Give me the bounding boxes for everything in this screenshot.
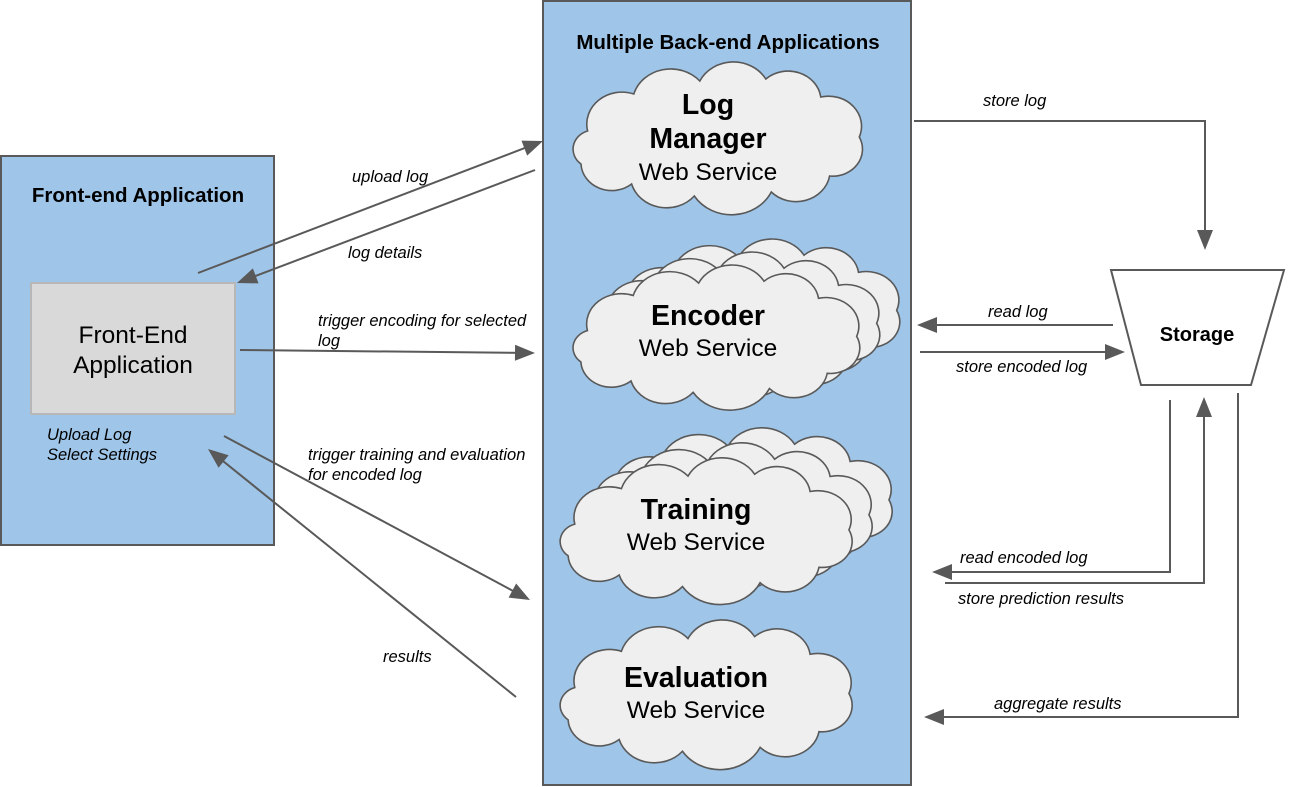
read-log-arrow-head <box>917 317 937 333</box>
store-prediction-results-label: store prediction results <box>958 590 1124 608</box>
trigger-training-label-line2: for encoded log <box>308 466 423 484</box>
frontend-app-box: Front-End Application <box>30 282 236 415</box>
log-manager-name-line1: Log <box>682 89 734 121</box>
read-encoded-log-arrow-head <box>932 564 952 580</box>
encoder-service: Encoder Web Service <box>572 238 901 412</box>
aggregate-results-arrow-head <box>924 709 944 725</box>
trigger-encoding-label-line2: log <box>318 332 341 350</box>
frontend-note-select-settings: Select Settings <box>47 446 157 464</box>
frontend-app-box-line2: Application <box>73 352 193 379</box>
log-details-label: log details <box>348 244 422 262</box>
log-details-arrow <box>245 169 536 281</box>
evaluation-subtitle: Web Service <box>627 697 765 724</box>
encoder-name: Encoder <box>651 300 765 332</box>
aggregate-results-arrow <box>934 393 1239 718</box>
log-manager-service: Log Manager Web Service <box>572 61 864 216</box>
training-subtitle: Web Service <box>627 529 765 556</box>
results-arrow <box>215 454 517 698</box>
upload-log-arrow-head <box>521 140 543 156</box>
log-manager-subtitle: Web Service <box>639 159 777 186</box>
store-log-arrow <box>914 120 1206 240</box>
results-label: results <box>383 648 432 666</box>
frontend-title: Front-end Application <box>32 184 244 207</box>
training-name: Training <box>641 494 752 526</box>
store-encoded-log-arrow-head <box>1105 344 1125 360</box>
upload-log-label: upload log <box>352 168 429 186</box>
storage: Storage <box>1109 269 1286 386</box>
flow-labels: upload log log details trigger encoding … <box>308 92 1124 713</box>
read-encoded-log-label: read encoded log <box>960 549 1088 567</box>
trigger-encoding-arrow <box>239 349 526 354</box>
log-manager-name-line2: Manager <box>649 123 766 155</box>
storage-label: Storage <box>1160 324 1234 346</box>
store-log-arrow-head <box>1197 230 1213 250</box>
flow-arrows <box>197 120 1239 725</box>
encoder-subtitle: Web Service <box>639 335 777 362</box>
read-encoded-log-arrow <box>942 400 1171 573</box>
evaluation-name: Evaluation <box>624 662 768 694</box>
aggregate-results-label: aggregate results <box>994 695 1122 713</box>
upload-log-arrow <box>197 143 535 274</box>
store-log-label: store log <box>983 92 1047 110</box>
frontend-app-box-rect <box>30 282 236 415</box>
storage-shape <box>1109 269 1286 386</box>
trigger-training-arrow <box>223 435 522 597</box>
store-prediction-results-arrow <box>945 407 1205 584</box>
frontend-panel: Front-end Application Front-End Applicat… <box>0 155 275 546</box>
backend-title: Multiple Back-end Applications <box>576 31 879 54</box>
evaluation-service: Evaluation Web Service <box>559 619 854 771</box>
store-encoded-log-label: store encoded log <box>956 358 1088 376</box>
training-service: Training Web Service <box>559 426 894 606</box>
frontend-note-upload-log: Upload Log <box>47 426 132 444</box>
backend-panel: Multiple Back-end Applications Log Manag… <box>542 0 912 786</box>
trigger-encoding-arrow-head <box>514 344 535 361</box>
read-log-label: read log <box>988 303 1048 321</box>
store-prediction-results-arrow-head <box>1196 397 1212 417</box>
log-details-arrow-head <box>237 268 259 284</box>
trigger-training-label-line1: trigger training and evaluation <box>308 446 525 464</box>
results-arrow-head <box>208 449 229 468</box>
trigger-training-arrow-head <box>508 583 530 600</box>
frontend-app-box-line1: Front-End <box>79 322 188 349</box>
trigger-encoding-label-line1: trigger encoding for selected <box>318 312 527 330</box>
